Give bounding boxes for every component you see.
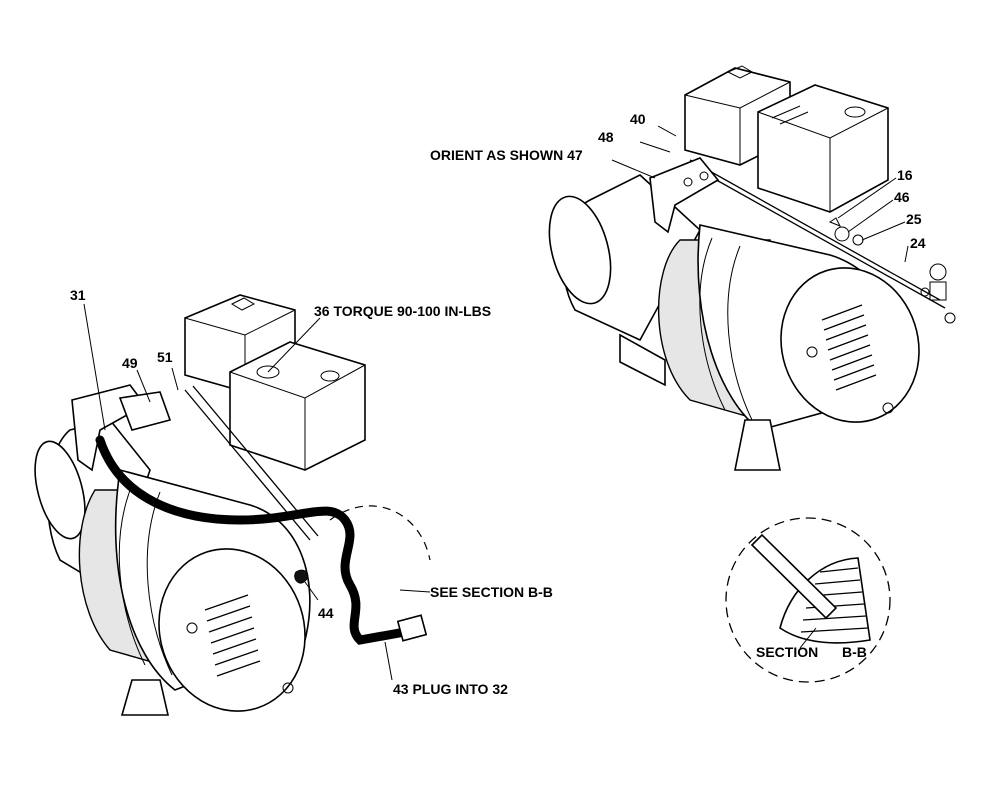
left-end-cap-louvers (204, 594, 261, 677)
callout-40: 40 (630, 111, 646, 127)
leader-lines (83, 125, 909, 681)
section-b-b-detail (725, 517, 891, 683)
section-label: SECTION (756, 644, 818, 660)
callout-48: 48 (598, 129, 614, 145)
callout-46: 46 (894, 189, 910, 205)
callout-49: 49 (122, 355, 138, 371)
right-end-cap-louvers (821, 304, 877, 391)
right-generator-assembly (548, 65, 956, 471)
callout-44: 44 (318, 605, 334, 621)
callout-24: 24 (910, 235, 926, 251)
callout-see-section: SEE SECTION B-B (430, 584, 553, 600)
section-probe (750, 533, 838, 620)
section-id: B-B (842, 644, 867, 660)
plug-connector (396, 614, 428, 642)
clip-44 (294, 569, 309, 584)
callout-31: 31 (70, 287, 86, 303)
wire-harness (95, 435, 410, 645)
callout-25: 25 (906, 211, 922, 227)
callout-51: 51 (157, 349, 173, 365)
left-generator-assembly (34, 294, 431, 716)
callout-47: ORIENT AS SHOWN 47 (430, 147, 583, 163)
callout-43: 43 PLUG INTO 32 (393, 681, 508, 697)
callout-36: 36 TORQUE 90-100 IN-LBS (314, 303, 491, 319)
callout-16: 16 (897, 167, 913, 183)
